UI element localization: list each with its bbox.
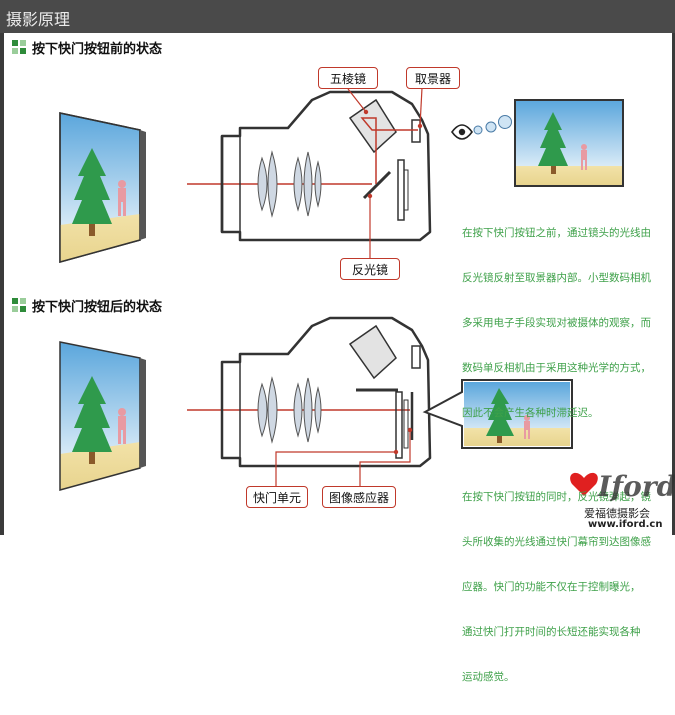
scene-panel-after — [59, 341, 146, 491]
description-line: 多采用电子手段实现对被摄体的观察，而 — [462, 317, 651, 329]
title-bar: 摄影原理 — [0, 0, 675, 33]
description-line: 运动感觉。 — [462, 671, 515, 683]
camera-outline-after — [220, 316, 432, 468]
section-heading-before: 按下快门按钮前的状态 — [12, 39, 163, 57]
description-line: 反光镜反射至取景器内部。小型数码相机 — [462, 272, 651, 284]
section-title-after: 按下快门按钮后的状态 — [32, 299, 163, 315]
heart-logo-icon — [570, 472, 598, 496]
eye-icon — [451, 124, 473, 140]
description-line: 通过快门打开时间的长短还能实现各种 — [462, 626, 641, 638]
watermark-url: www.iford.cn — [588, 519, 663, 530]
person-icon — [118, 180, 126, 216]
viewfinder-preview — [514, 99, 624, 187]
pentaprism-shape — [348, 98, 397, 154]
section-grid-icon — [12, 298, 26, 312]
page-title: 摄影原理 — [6, 10, 71, 29]
description-before: 在按下快门按钮之前，通过镜头的光线由 反光镜反射至取景器内部。小型数码相机 多采… — [462, 196, 651, 451]
section-heading-after: 按下快门按钮后的状态 — [12, 297, 163, 315]
label-shutter-unit: 快门单元 — [246, 486, 308, 508]
label-reflex-mirror: 反光镜 — [340, 258, 400, 280]
lens-group-before — [257, 150, 322, 218]
left-border — [0, 33, 4, 535]
label-image-sensor: 图像感应器 — [322, 486, 396, 508]
page-frame: 摄影原理 按下快门按钮前的状态 按下快门按钮后的状态 — [0, 0, 675, 683]
lens-group-after — [257, 376, 322, 444]
section-grid-icon — [12, 40, 26, 54]
internal-light-path — [360, 117, 418, 184]
watermark-slogan: 爱福德摄影会 — [584, 507, 650, 520]
scene-panel-before — [59, 112, 146, 263]
right-border — [672, 33, 675, 535]
description-line: 头所收集的光线通过快门幕帘到达图像感 — [462, 536, 651, 548]
label-pentaprism: 五棱镜 — [318, 67, 378, 89]
diagram-canvas — [59, 87, 624, 496]
person-icon — [118, 408, 126, 444]
tree-icon — [72, 148, 112, 236]
description-line: 在按下快门按钮之前，通过镜头的光线由 — [462, 227, 651, 239]
section-title-before: 按下快门按钮前的状态 — [32, 41, 163, 57]
tree-icon — [72, 376, 112, 464]
description-line: 因此不会产生各种时滞延迟。 — [462, 407, 599, 419]
sensor-preview — [464, 382, 570, 446]
watermark-brand: Iford — [598, 470, 675, 503]
description-line: 应器。快门的功能不仅在于控制曝光， — [462, 581, 641, 593]
description-line: 在按下快门按钮的同时，反光镜弹起，镜 — [462, 491, 651, 503]
reflex-mirror-shape — [362, 170, 392, 200]
label-viewfinder: 取景器 — [406, 67, 460, 89]
description-line: 数码单反相机由于采用这种光学的方式， — [462, 362, 651, 374]
camera-outline-before — [220, 90, 432, 242]
